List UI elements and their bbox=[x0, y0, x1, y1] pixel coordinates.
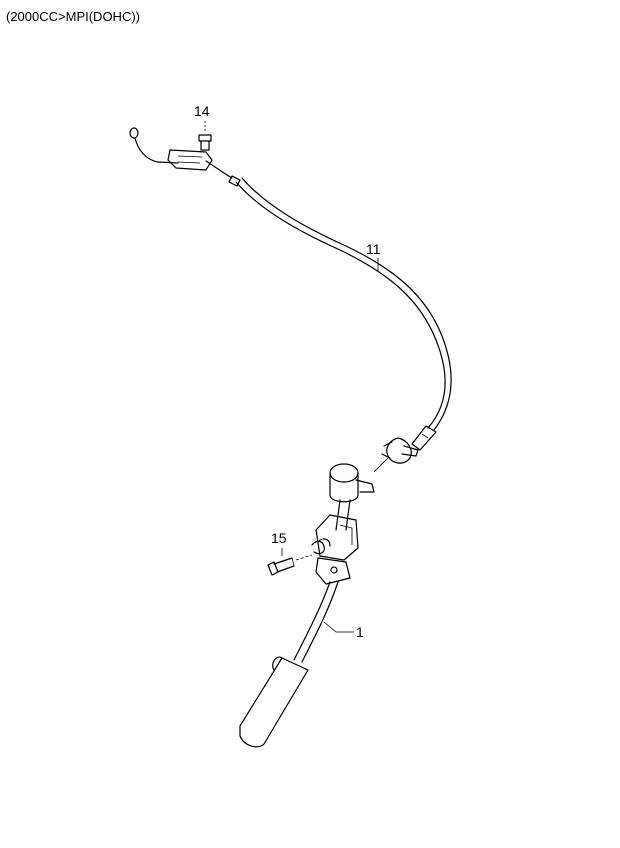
callout-11: 11 bbox=[366, 241, 381, 272]
bolt-14 bbox=[198, 121, 212, 151]
callout-label-14: 14 bbox=[194, 103, 210, 119]
accelerator-pedal-1 bbox=[239, 463, 375, 748]
diagram-title: (2000CC>MPI(DOHC)) bbox=[6, 9, 140, 24]
callout-14: 14 bbox=[194, 103, 210, 119]
accelerator-cable-11 bbox=[235, 177, 452, 473]
callout-label-1: 1 bbox=[356, 624, 364, 640]
callout-label-15: 15 bbox=[271, 530, 287, 546]
cable-end-assembly bbox=[129, 127, 241, 187]
callout-15: 15 bbox=[271, 530, 287, 556]
bolt-15 bbox=[267, 554, 313, 576]
callout-1: 1 bbox=[323, 621, 364, 640]
callout-label-11: 11 bbox=[366, 241, 381, 257]
